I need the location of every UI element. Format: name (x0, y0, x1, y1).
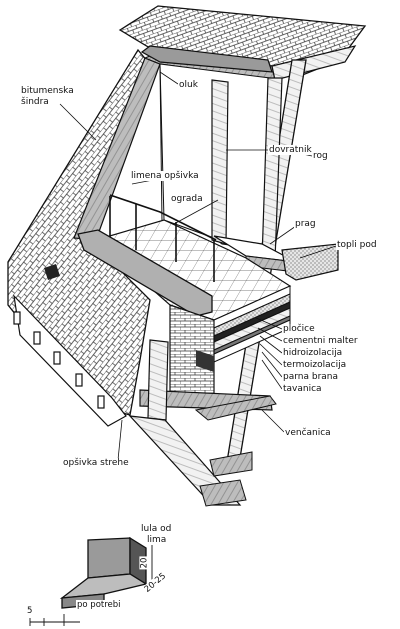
detail-dim-20: 20 (139, 556, 150, 570)
label-vencanica: venčanica (284, 428, 332, 438)
label-bitumenska: bitumenska (20, 86, 75, 96)
label-termoizolacija: termoizolacija (282, 360, 348, 370)
label-cementni-malter: cementni malter (282, 336, 359, 346)
label-tavanica: tavanica (282, 384, 323, 394)
detail-lula-1: lula od (140, 524, 173, 534)
label-limena-opsivka: limena opšivka (130, 171, 200, 181)
label-oluk: oluk (178, 80, 199, 90)
detail-po-potrebi: po potrebi (76, 600, 122, 610)
detail-dim-5: 5 (26, 606, 34, 616)
detail-lula-2: lima (146, 535, 168, 545)
label-hidroizolacija: hidroizolacija (282, 348, 344, 358)
label-prag: prag (294, 219, 317, 229)
label-ograda: ograda (170, 194, 204, 204)
label-plocice: pločice (282, 324, 316, 334)
label-sindra: šindra (20, 97, 50, 107)
label-topli-pod: topli pod (336, 240, 378, 250)
label-dovratnik: dovratnik (268, 145, 313, 155)
label-parna-brana: parna brana (282, 372, 339, 382)
label-rog: rog (312, 151, 329, 161)
label-opsivka-strehe: opšivka strehe (62, 458, 130, 468)
